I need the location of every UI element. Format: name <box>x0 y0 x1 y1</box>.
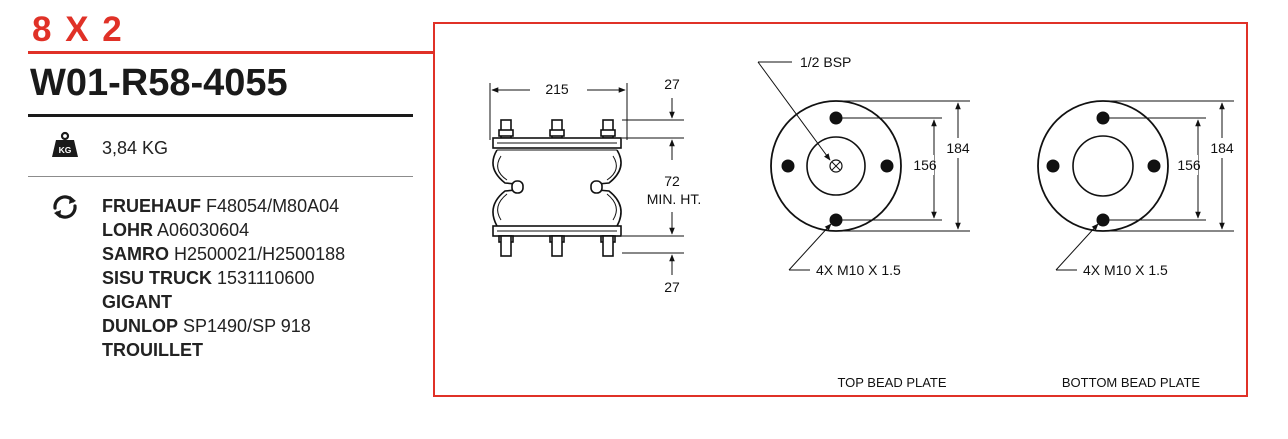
accent-divider <box>28 51 435 54</box>
cross-reference-item: DUNLOP SP1490/SP 918 <box>102 314 345 338</box>
width-dimension: 215 <box>545 81 569 97</box>
reference-brand: GIGANT <box>102 292 172 312</box>
bottom-bolt-label: 4X M10 X 1.5 <box>1083 262 1168 278</box>
reference-brand: SAMRO <box>102 244 169 264</box>
bottom-bead-plate <box>1037 100 1234 271</box>
outer-dim-backdrop <box>946 138 970 158</box>
cross-reference-item: SISU TRUCK 1531110600 <box>102 266 345 290</box>
reference-code: A06030604 <box>157 220 250 240</box>
top-bolt-label: 4X M10 X 1.5 <box>816 262 901 278</box>
refresh-cycle-icon <box>53 195 77 219</box>
port-label: 1/2 BSP <box>800 54 851 70</box>
cross-reference-item: SAMRO H2500021/H2500188 <box>102 242 345 266</box>
weight-icon-text: KG <box>59 145 72 155</box>
reference-brand: FRUEHAUF <box>102 196 201 216</box>
top-bead-plate <box>757 61 970 271</box>
top-bolt-dimension: 156 <box>913 157 937 173</box>
reference-code: H2500021/H2500188 <box>174 244 346 264</box>
reference-brand: SISU TRUCK <box>102 268 213 288</box>
reference-brand: LOHR <box>102 220 153 240</box>
technical-drawing-frame <box>433 22 1248 397</box>
cross-reference-item: FRUEHAUF F48054/M80A04 <box>102 194 345 218</box>
weight-value: 3,84 KG <box>102 138 169 158</box>
title-divider <box>28 114 413 117</box>
size-code: 8 X 2 <box>32 10 124 49</box>
section-divider <box>28 176 413 177</box>
min-height-dimension: 72 <box>664 173 680 189</box>
weight-kg-icon: KG <box>52 131 78 157</box>
bottom-outer-dimension: 184 <box>1210 140 1234 156</box>
cross-reference-list: FRUEHAUF F48054/M80A04 LOHR A06030604 SA… <box>102 194 345 362</box>
cross-reference-item: LOHR A06030604 <box>102 218 345 242</box>
top-plate-dimension: 27 <box>664 76 680 92</box>
top-outer-dimension: 184 <box>946 140 970 156</box>
reference-code: 1531110600 <box>217 268 315 288</box>
bolt-dim-backdrop <box>912 155 934 175</box>
reference-code: F48054/M80A04 <box>206 196 340 216</box>
reference-brand: DUNLOP <box>102 316 178 336</box>
side-view <box>489 83 684 275</box>
outer-dim-backdrop <box>1209 138 1235 158</box>
min-height-label: MIN. HT. <box>647 191 701 207</box>
cross-reference-item: TROUILLET <box>102 338 345 362</box>
top-plate-caption: TOP BEAD PLATE <box>837 375 946 390</box>
bottom-bolt-dimension: 156 <box>1177 157 1201 173</box>
reference-brand: TROUILLET <box>102 340 203 360</box>
part-number-title: W01-R58-4055 <box>30 62 288 104</box>
bottom-plate-dimension: 27 <box>664 279 680 295</box>
reference-code: SP1490/SP 918 <box>183 316 311 336</box>
bolt-dim-backdrop <box>1176 155 1198 175</box>
cross-reference-item: GIGANT <box>102 290 345 314</box>
bottom-plate-caption: BOTTOM BEAD PLATE <box>1062 375 1201 390</box>
